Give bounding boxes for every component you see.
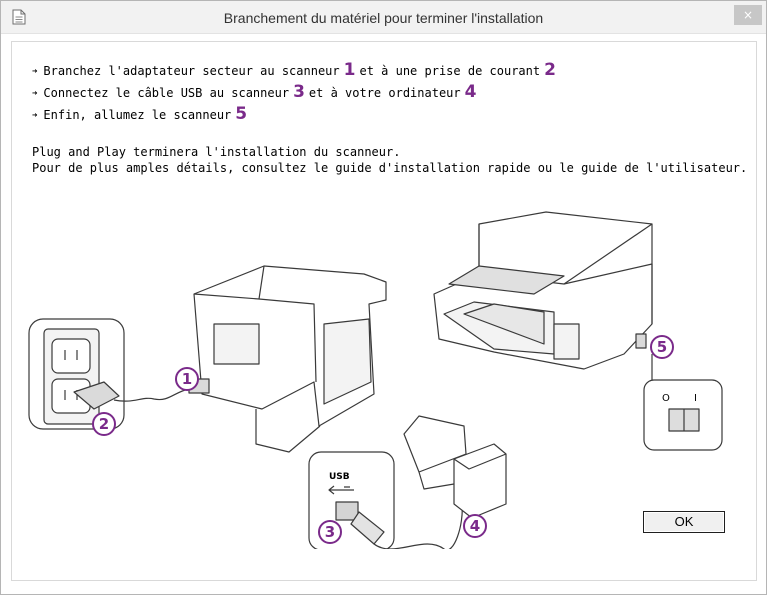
info-line: Pour de plus amples détails, consultez l…: [32, 161, 748, 175]
info-line: Plug and Play terminera l'installation d…: [32, 145, 401, 159]
usb-label: USB: [329, 472, 350, 482]
instruction-text: et à une prise de courant: [359, 64, 541, 78]
callout-4: 4: [463, 514, 487, 538]
instruction-text: Branchez l'adaptateur secteur au scanneu…: [43, 64, 340, 78]
step-number: 2: [544, 60, 556, 80]
step-number: 1: [343, 60, 356, 80]
callout-1: 1: [175, 367, 199, 391]
step-number: 5: [235, 104, 248, 124]
hardware-connection-illustration: O I USB: [28, 211, 723, 549]
computer-illustration: [403, 415, 507, 519]
instruction-text: Connectez le câble USB au scanneur: [43, 86, 290, 100]
power-switch-illustration: O I: [643, 354, 723, 451]
wall-outlet-illustration: [28, 318, 125, 430]
instruction-item: ➜ Enfin, allumez le scanneur 5: [32, 104, 560, 126]
callout-number: 4: [470, 517, 480, 535]
callout-5: 5: [650, 335, 674, 359]
callout-number: 3: [325, 523, 335, 541]
content-panel: ➜ Branchez l'adaptateur secteur au scann…: [11, 41, 757, 581]
callout-2: 2: [92, 412, 116, 436]
callout-number: 1: [182, 370, 192, 388]
callout-number: 2: [99, 415, 109, 433]
instruction-text: Enfin, allumez le scanneur: [43, 108, 232, 122]
bullet-arrow-icon: ➜: [32, 111, 38, 121]
close-icon: ×: [742, 8, 754, 22]
title-bar[interactable]: Branchement du matériel pour terminer l'…: [1, 1, 766, 34]
ok-button[interactable]: OK: [643, 511, 725, 533]
switch-on-label: I: [694, 393, 697, 404]
instruction-text: et à votre ordinateur: [308, 86, 461, 100]
document-icon[interactable]: [12, 9, 26, 25]
bullet-arrow-icon: ➜: [32, 67, 38, 77]
instruction-item: ➜ Branchez l'adaptateur secteur au scann…: [32, 60, 560, 82]
bullet-arrow-icon: ➜: [32, 89, 38, 99]
step-number: 4: [464, 82, 477, 102]
callout-number: 5: [657, 338, 667, 356]
close-button[interactable]: ×: [734, 5, 762, 25]
instruction-item: ➜ Connectez le câble USB au scanneur 3 e…: [32, 82, 560, 104]
callout-3: 3: [318, 520, 342, 544]
step-number: 3: [293, 82, 305, 102]
info-text: Plug and Play terminera l'installation d…: [32, 145, 747, 177]
scanner-front-illustration: [433, 211, 653, 370]
switch-off-label: O: [662, 393, 670, 404]
window-title: Branchement du matériel pour terminer l'…: [223, 10, 544, 26]
scanner-rear-illustration: [188, 265, 387, 453]
instruction-list: ➜ Branchez l'adaptateur secteur au scann…: [32, 60, 560, 126]
